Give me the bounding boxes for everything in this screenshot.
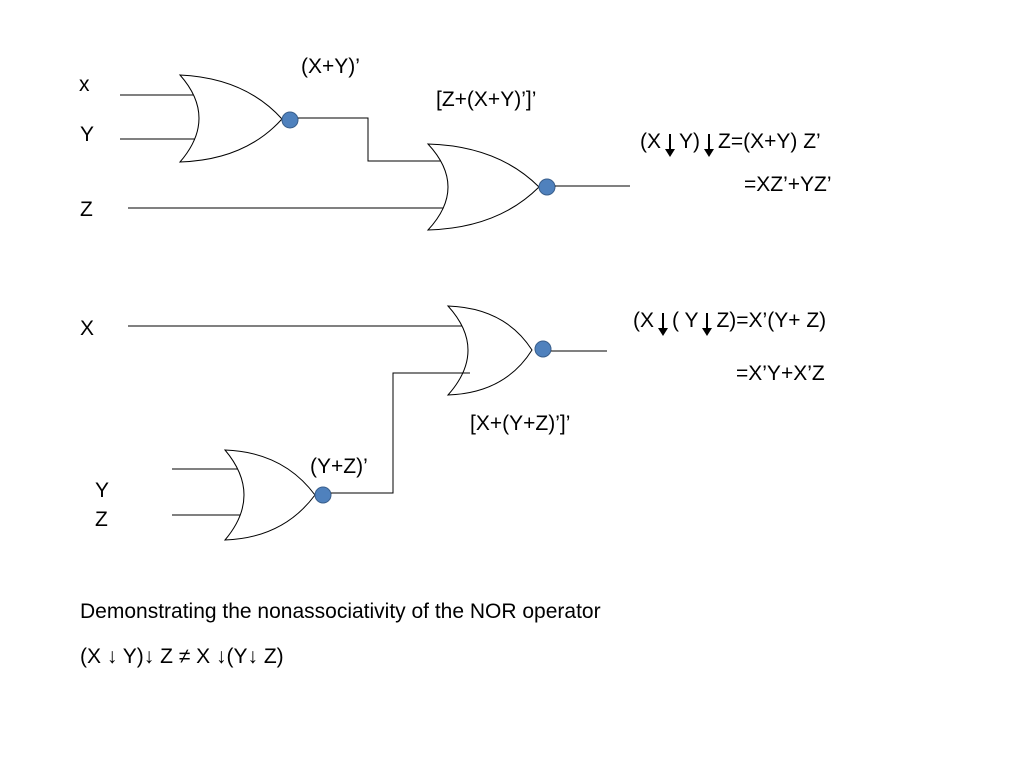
- eq2-part-a: (X: [633, 309, 654, 332]
- nor-arrow-icon: [702, 313, 713, 336]
- eq1-part-c: Z=(X+Y) Z’: [718, 130, 821, 153]
- equation-2-line2: =X’Y+X’Z: [736, 362, 825, 385]
- gate3-output-label: [X+(Y+Z)’]’: [470, 412, 571, 435]
- wire-gate4-to-gate3: [331, 372, 470, 494]
- nor-arrow-icon: [665, 134, 675, 157]
- input-label-z: Z: [80, 198, 93, 221]
- nor-gate-4: [223, 449, 316, 541]
- nor-gate-1: [178, 74, 283, 163]
- equation-1-line1: (X Y) Z=(X+Y) Z’: [640, 130, 821, 157]
- nor-gate-2: [426, 143, 540, 231]
- nor-bubble-2: [538, 178, 556, 196]
- nor-bubble-4: [314, 486, 332, 504]
- gate4-output-label: (Y+Z)’: [310, 455, 368, 478]
- eq1-part-a: (X: [640, 130, 661, 153]
- gate1-output-label: (X+Y)’: [301, 55, 360, 78]
- input-label-y: Y: [80, 123, 95, 146]
- wire-gate1-to-gate2: [298, 117, 460, 162]
- nor-gate-3: [446, 305, 533, 396]
- nor-arrow-icon: [658, 313, 668, 336]
- eq2-part-c: Z)=X’(Y+ Z): [716, 309, 827, 332]
- gate2-output-label: [Z+(X+Y)’]’: [436, 88, 537, 111]
- eq2-part-b: ( Y: [672, 309, 699, 332]
- caption-title: Demonstrating the nonassociativity of th…: [80, 600, 601, 623]
- equation-1-line2: =XZ’+YZ’: [744, 173, 832, 196]
- input-label-z2: Z: [95, 508, 108, 531]
- input-label-x: x: [79, 73, 90, 96]
- input-label-x2: X: [80, 317, 95, 340]
- eq1-part-b: Y): [679, 130, 700, 153]
- equation-2-line1: (X ( Y Z)=X’(Y+ Z): [633, 309, 827, 336]
- caption-formula: (X ↓ Y)↓ Z ≠ X ↓(Y↓ Z): [80, 645, 284, 668]
- nor-bubble-1: [281, 111, 299, 129]
- nor-arrow-icon: [704, 134, 714, 157]
- input-label-y2: Y: [95, 479, 110, 502]
- nor-bubble-3: [534, 340, 552, 358]
